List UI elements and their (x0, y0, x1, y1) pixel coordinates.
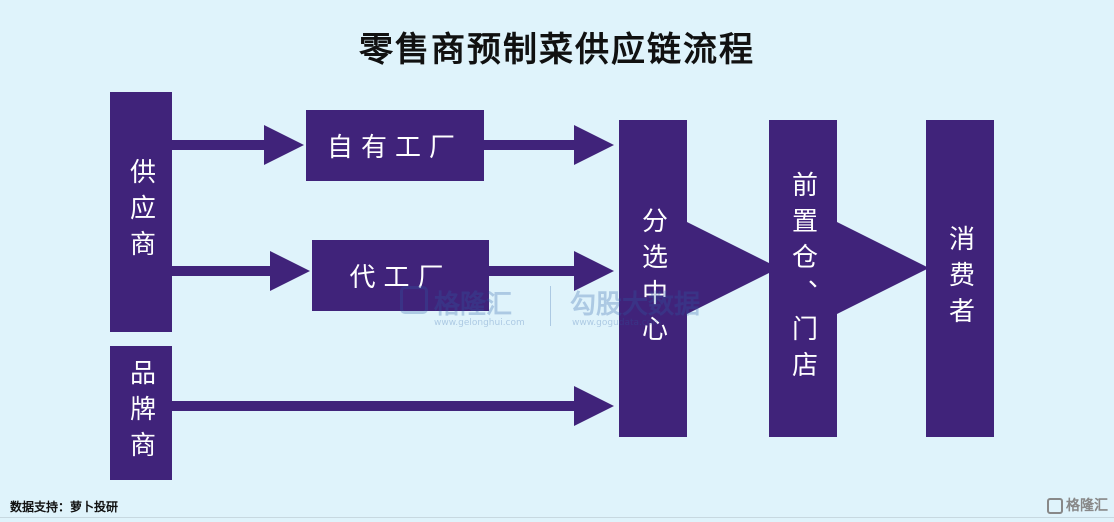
node-brand: 品牌商 (110, 346, 172, 480)
node-brand-label: 品牌商 (125, 359, 156, 467)
node-supplier: 供应商 (110, 92, 172, 332)
node-sorting-center-label: 分选中心 (637, 206, 668, 351)
diagram-title: 零售商预制菜供应链流程 (359, 30, 755, 70)
node-own-factory: 自有工厂 (306, 110, 484, 181)
corner-logo: 格隆汇 (1047, 495, 1108, 515)
node-consumer-label: 消费者 (944, 224, 975, 333)
node-front-store-label: 前置仓、门店 (787, 170, 818, 387)
node-own-factory-label: 自有工厂 (326, 133, 463, 163)
node-front-store: 前置仓、门店 (769, 120, 837, 437)
corner-logo-text: 格隆汇 (1066, 498, 1108, 514)
bottom-divider (0, 517, 1114, 518)
node-consumer: 消费者 (926, 120, 994, 437)
node-oem-factory: 代工厂 (312, 240, 489, 311)
node-sorting-center: 分选中心 (619, 120, 687, 437)
node-supplier-label: 供应商 (125, 158, 156, 266)
corner-logo-icon (1047, 498, 1063, 514)
source-note: 数据支持：萝卜投研 (10, 500, 119, 514)
node-oem-factory-label: 代工厂 (349, 263, 452, 293)
